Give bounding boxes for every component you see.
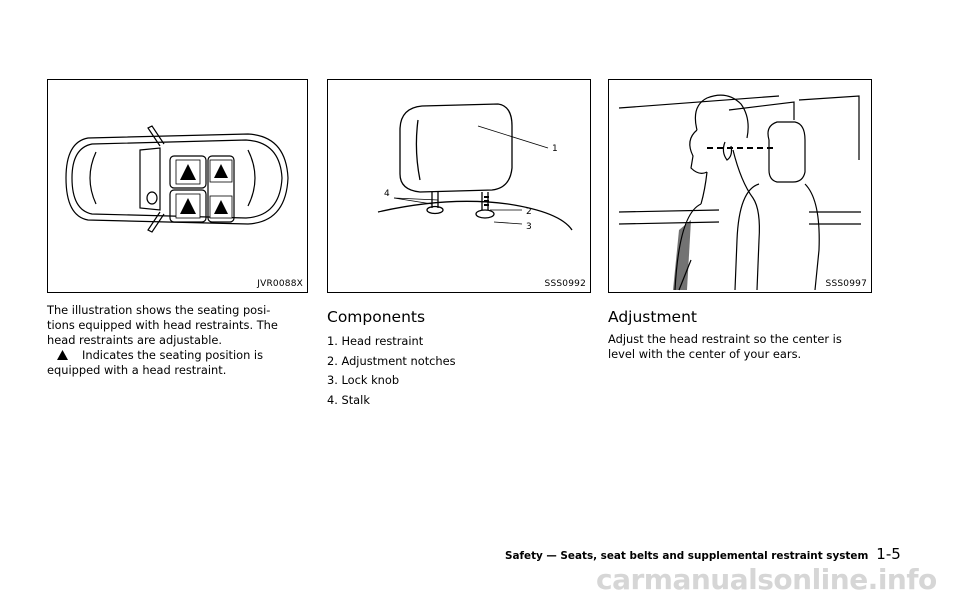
footer-section-title: Safety — Seats, seat belts and supplemen… [505, 550, 869, 562]
page-footer: Safety — Seats, seat belts and supplemen… [505, 544, 901, 563]
figure-seating-positions: JVR0088X [47, 79, 308, 293]
figure-head-restraint-components: 1 2 3 4 SSS0992 [327, 79, 591, 293]
adjustment-section: Adjustment Adjust the head restraint so … [608, 308, 873, 362]
adjustment-paragraph: Adjust the head restraint so the center … [608, 332, 842, 361]
seat-triangle-rear-right [214, 200, 228, 214]
figure-code: SSS0997 [825, 279, 867, 289]
callout-4: 4 [384, 189, 390, 199]
watermark: carmanualsonline.info [596, 563, 937, 596]
seat-triangle-rear-left [214, 164, 228, 178]
list-item: 2. Adjustment notches [327, 353, 456, 368]
list-item: 1. Head restraint [327, 334, 424, 348]
figure-head-restraint-adjustment: SSS0997 [608, 79, 872, 293]
components-list: 1. Head restraint 2. Adjustment notches … [327, 332, 592, 410]
adjustment-heading: Adjustment [608, 308, 697, 326]
figure-code: JVR0088X [257, 279, 303, 289]
list-item: 3. Lock knob [327, 373, 400, 387]
callout-1: 1 [552, 144, 558, 154]
adjustment-illustration [618, 94, 861, 291]
page-number: 1-5 [876, 545, 901, 563]
components-heading: Components [327, 308, 426, 326]
seating-positions-text: The illustration shows the seating posi-… [47, 303, 312, 378]
car-top-view-illustration [65, 125, 289, 233]
seat-triangle-front-right [180, 198, 196, 214]
callout-2: 2 [526, 207, 532, 217]
figure-code: SSS0992 [544, 279, 586, 289]
seat-triangle-front-left [180, 164, 196, 180]
callout-3: 3 [526, 222, 532, 232]
seat-triangle-icon [57, 350, 68, 360]
list-item: 4. Stalk [327, 392, 370, 407]
head-restraint-illustration: 1 2 3 4 [377, 103, 573, 232]
components-section: Components 1. Head restraint 2. Adjustme… [327, 308, 592, 410]
description-paragraph: The illustration shows the seating posi-… [47, 303, 278, 377]
